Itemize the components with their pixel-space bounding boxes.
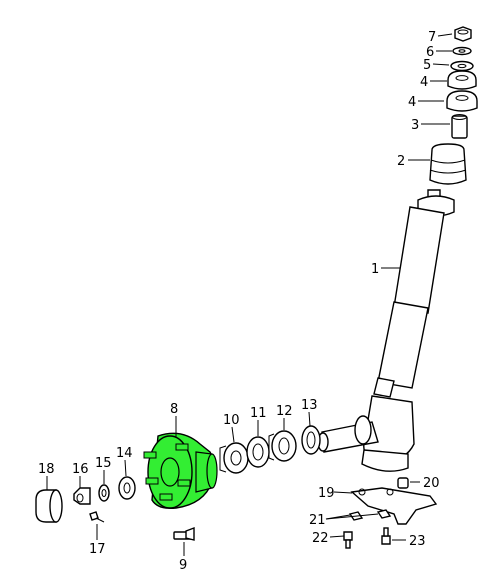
- label-12: 12: [276, 404, 293, 419]
- label-11: 11: [250, 406, 267, 421]
- part-12-outer-bearing[interactable]: [268, 430, 297, 462]
- part-16-nut[interactable]: [73, 487, 91, 505]
- label-22: 22: [312, 531, 329, 546]
- part-22-bolt[interactable]: [343, 531, 353, 549]
- label-20: 20: [423, 476, 440, 491]
- label-10: 10: [223, 413, 240, 428]
- leader-lines: [46, 33, 453, 556]
- part-4-lower-mount[interactable]: [446, 90, 478, 112]
- label-1: 1: [371, 262, 379, 277]
- part-1-shock-absorber[interactable]: [361, 189, 455, 472]
- part-9-wheel-bolt[interactable]: [173, 526, 195, 541]
- label-15: 15: [95, 456, 112, 471]
- part-11-bearing-race[interactable]: [246, 436, 270, 468]
- part-7-nut[interactable]: [454, 26, 472, 42]
- label-17: 17: [89, 542, 106, 557]
- label-2: 2: [397, 154, 405, 169]
- label-19: 19: [318, 486, 335, 501]
- label-16: 16: [72, 462, 89, 477]
- part-19-steering-arm[interactable]: [350, 487, 438, 525]
- part-3-sleeve[interactable]: [451, 114, 468, 139]
- label-9: 9: [179, 558, 187, 573]
- part-8-wheel-hub[interactable]: [143, 432, 218, 510]
- label-5: 5: [423, 58, 431, 73]
- label-4b: 4: [408, 95, 416, 110]
- part-6-washer[interactable]: [452, 46, 472, 56]
- part-10-inner-bearing[interactable]: [219, 442, 249, 474]
- stub-axle: [317, 415, 379, 453]
- part-2-bump-stop[interactable]: [429, 143, 467, 185]
- label-21: 21: [309, 513, 326, 528]
- part-17-screw[interactable]: [89, 511, 105, 523]
- label-14: 14: [116, 446, 133, 461]
- part-15-washer[interactable]: [98, 484, 110, 502]
- label-23: 23: [409, 534, 426, 549]
- part-5-washer[interactable]: [450, 60, 474, 72]
- part-23-bolt[interactable]: [381, 527, 391, 545]
- label-4a: 4: [420, 75, 428, 90]
- part-14-grease-cap[interactable]: [118, 476, 136, 500]
- label-6: 6: [426, 45, 434, 60]
- part-18-dust-cap[interactable]: [35, 489, 63, 523]
- part-4-upper-mount[interactable]: [447, 70, 477, 90]
- label-8: 8: [170, 402, 178, 417]
- label-18: 18: [38, 462, 55, 477]
- label-7: 7: [428, 30, 436, 45]
- part-20-bushing[interactable]: [397, 477, 409, 489]
- label-13: 13: [301, 398, 318, 413]
- label-3: 3: [411, 118, 419, 133]
- part-13-seal-ring[interactable]: [301, 425, 321, 455]
- callout-labels: 7 6 5 4 4 3 2 1 8 9 10 11 12 13 14 15 16…: [38, 30, 440, 573]
